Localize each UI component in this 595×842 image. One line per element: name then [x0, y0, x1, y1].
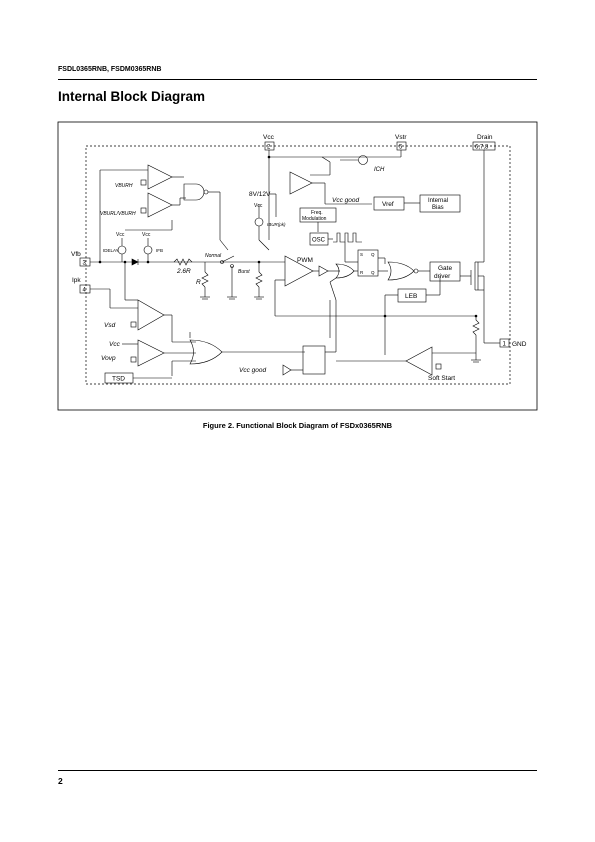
shutdown-comparator [137, 299, 165, 331]
section-title: Internal Block Diagram [58, 89, 206, 104]
ovp-comparator [137, 339, 165, 367]
vcc-good-top-label: Vcc good [332, 197, 359, 204]
iburpk-source [254, 217, 264, 227]
freq-mod-label-2: Modulation [302, 216, 327, 222]
resistor-r-label: R [196, 279, 201, 286]
clock-waveform [333, 232, 362, 243]
soft-start-comparator [405, 346, 433, 376]
pin-vcc-box [264, 141, 275, 151]
vcc-label-a: Vcc [116, 232, 125, 238]
vcc-label-b: Vcc [142, 232, 151, 238]
protection-or-gate [189, 339, 223, 365]
burst-comparator-low [147, 192, 173, 218]
ich-label: ICH [374, 167, 385, 173]
figure-caption: Figure 2. Functional Block Diagram of FS… [202, 421, 393, 430]
tsd-label: TSD [112, 376, 125, 383]
vcc-good-buffer [282, 364, 292, 376]
pin-vstr-num: 5 [399, 145, 403, 151]
pin-vcc-num: 2 [267, 145, 271, 151]
normal-label: Normal [205, 253, 222, 259]
page-header: FSDL0365RNB, FSDM0365RNB [58, 66, 162, 73]
burst-label: Burst [238, 269, 250, 275]
protection-latch [302, 345, 326, 375]
vcc-good-bottom-label: Vcc good [239, 367, 266, 374]
uvlo-threshold-label: 8V/12V [249, 191, 271, 198]
latch-r-label: R [360, 270, 364, 275]
vref-box [373, 196, 405, 211]
vovp-label: Vovp [101, 355, 116, 362]
resistor-2-6r [173, 258, 193, 266]
pin-vfb-label: Vfb [71, 251, 81, 258]
internal-bias-label-2: Bias [432, 205, 444, 211]
resistor-2-6r-label: 2.6R [176, 268, 191, 275]
pwm-comparator [284, 255, 314, 287]
header-rule [58, 79, 537, 80]
vburh-label: VBURH [115, 183, 133, 189]
output-nor-gate [387, 261, 415, 281]
latch-s-label: S [360, 252, 363, 257]
vsd-label: Vsd [104, 322, 116, 329]
pin-drain-num: 6,7,8 [475, 145, 489, 151]
leb-box [397, 288, 427, 303]
pin-ipk-num: 4 [83, 288, 87, 294]
pin-vfb-num: 3 [83, 261, 87, 267]
ifb-source [143, 245, 153, 255]
footer-rule [58, 770, 537, 771]
pin-ipk-label: Ipk [72, 277, 81, 284]
ic-boundary [85, 145, 511, 385]
pin-vstr-box [396, 141, 407, 151]
ifb-label: IFB [156, 248, 163, 253]
idelay-label: IDELAY [103, 248, 119, 253]
latch-qbar-label: Q [371, 270, 375, 275]
junction-dots [98, 155, 478, 318]
outer-frame [57, 121, 538, 411]
pin-gnd-label: GND [512, 341, 527, 348]
vcc-comparator-label: Vcc [109, 341, 121, 348]
osc-label: OSC [312, 238, 326, 244]
vref-label: Vref [382, 201, 394, 208]
uvlo-comparator [289, 171, 313, 195]
idelay-source [117, 245, 127, 255]
latch-q-label: Q [371, 252, 375, 257]
wires [79, 141, 510, 384]
ground-symbols [200, 296, 481, 363]
iburpk-label: IBUR(pk) [267, 222, 286, 227]
internal-bias-box [419, 194, 461, 213]
gate-driver-label-1: Gate [438, 265, 452, 272]
soft-start-label: Soft Start [428, 375, 455, 382]
ich-current-source [358, 155, 368, 165]
burst-nand-gate [183, 183, 205, 201]
vcc-label-c: Vcc [254, 203, 263, 209]
pin-gnd-num: 1 [503, 342, 507, 348]
freq-mod-label-1: Freq. [311, 210, 323, 216]
pin-drain-label: Drain [477, 134, 493, 141]
gate-driver-box [429, 261, 461, 282]
pwm-label: PWM [297, 257, 313, 264]
feedback-diode [131, 258, 139, 266]
burst-comparator-high [147, 164, 173, 190]
vburl-vburh-label: VBURL/VBURH [100, 211, 136, 217]
leb-label: LEB [405, 293, 417, 300]
pin-vstr-label: Vstr [395, 134, 407, 141]
pin-vcc-label: Vcc [263, 134, 275, 141]
pwm-or-gate [335, 263, 355, 279]
resistor-r [201, 271, 209, 288]
page-number: 2 [58, 776, 63, 786]
pwm-latch [357, 249, 379, 277]
gate-driver-label-2: driver [434, 273, 451, 280]
internal-bias-label-1: Internal [428, 198, 448, 204]
